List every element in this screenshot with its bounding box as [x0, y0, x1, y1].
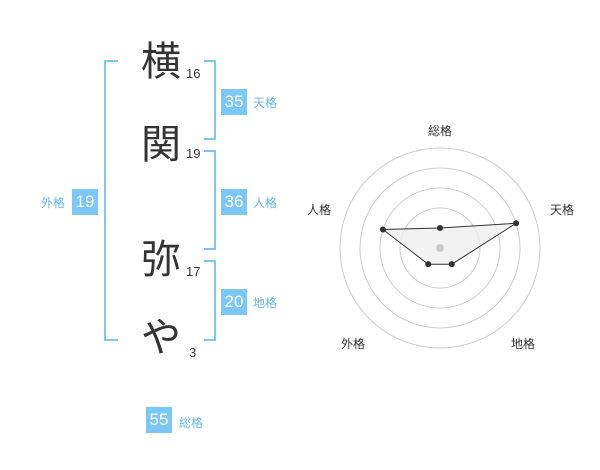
name-char-2: 関: [141, 122, 181, 168]
radar-axis-label-gaikaku: 外格: [341, 337, 366, 351]
gaikaku-value: 19: [72, 189, 98, 215]
radar-axis-label-tenkaku: 天格: [550, 203, 575, 217]
stroke-count-4: 3: [189, 345, 197, 360]
radar-ring: [359, 167, 521, 329]
chikaku-bracket: [204, 260, 216, 341]
gaikaku-label: 外格: [41, 196, 66, 210]
radar-point-4: [425, 261, 432, 268]
radar-point-2: [513, 220, 520, 227]
stroke-count-2: 19: [186, 146, 201, 161]
radar-axis-label-jinkaku: 人格: [307, 203, 332, 217]
tenkaku-value: 35: [221, 89, 247, 115]
stroke-count-3: 17: [186, 264, 201, 279]
soukaku-value: 55: [146, 407, 172, 433]
chikaku-label: 地格: [253, 296, 278, 310]
radar-series-polygon: [381, 222, 517, 265]
radar-axis-label-soukaku: 総格: [428, 124, 453, 138]
jinkaku-bracket: [204, 150, 216, 250]
radar-ring: [339, 147, 541, 349]
radar-point-5: [379, 226, 386, 233]
name-char-1: 横: [141, 39, 181, 85]
radar-ring: [379, 187, 501, 309]
radar-ring: [399, 207, 481, 289]
name-char-4: や: [141, 315, 181, 361]
soukaku-label: 総格: [179, 416, 204, 430]
jinkaku-value: 36: [221, 189, 247, 215]
radar-axis-label-chikaku: 地格: [511, 337, 536, 351]
radar-center-dot: [436, 244, 444, 252]
tenkaku-label: 天格: [253, 96, 278, 110]
radar-point-3: [448, 261, 455, 268]
tenkaku-bracket: [204, 60, 216, 140]
jinkaku-label: 人格: [253, 196, 278, 210]
radar-point-1: [437, 225, 443, 231]
gaikaku-bracket: [104, 60, 118, 341]
chikaku-value: 20: [221, 289, 247, 315]
name-char-3: 弥: [141, 237, 181, 283]
stroke-count-1: 16: [186, 66, 201, 81]
